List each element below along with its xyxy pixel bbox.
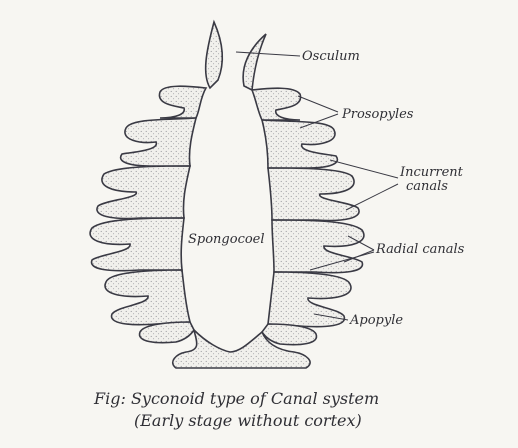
incurrent-canals-label-line1: Incurrent — [399, 165, 464, 180]
figure-caption-line2: (Early stage without cortex) — [134, 411, 362, 430]
apopyle-label: Apopyle — [349, 313, 403, 328]
right-body-wall — [252, 88, 364, 344]
incurrent-canals-label-line2: canals — [406, 179, 448, 194]
left-body-wall — [90, 86, 206, 342]
prosopyles-label: Prosopyles — [341, 107, 414, 122]
osculum-rim — [206, 22, 266, 90]
osculum-label: Osculum — [302, 49, 360, 64]
radial-canals-label: Radial canals — [375, 242, 465, 257]
spongocoel-label: Spongocoel — [188, 232, 265, 247]
figure-caption-line1: Fig: Syconoid type of Canal system — [93, 389, 379, 408]
